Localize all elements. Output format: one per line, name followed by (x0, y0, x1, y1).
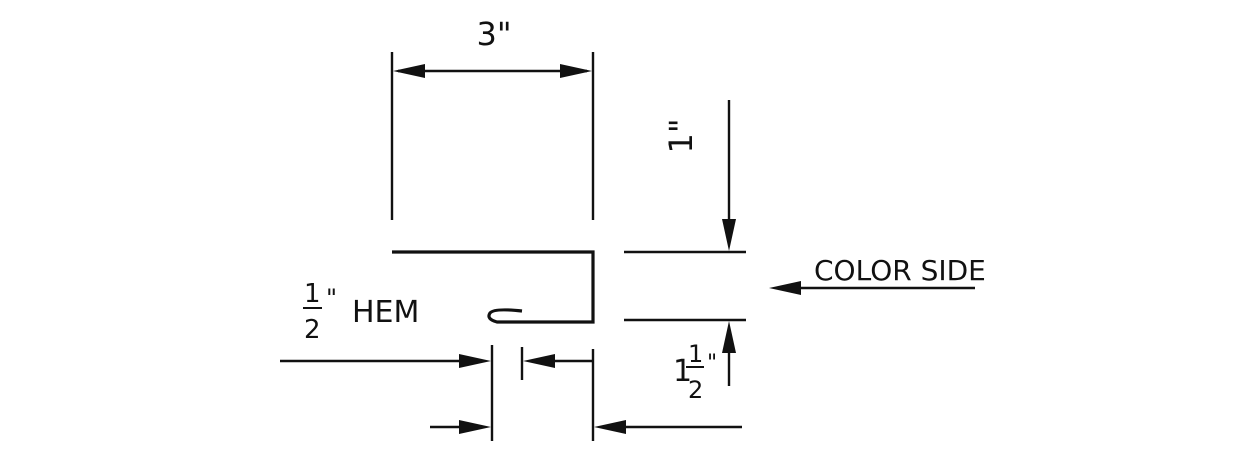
lower-fraction-numerator: 1 (688, 340, 703, 368)
lower-fraction-denominator: 2 (688, 376, 703, 404)
hem-text: HEM (352, 295, 419, 330)
top-arrow-left (393, 64, 425, 78)
top-width-label: 3" (476, 15, 511, 53)
right-height-dimension: 1" (624, 100, 746, 386)
bottom-arrow-left (459, 420, 491, 434)
hem-inch-mark: " (326, 284, 337, 312)
hem-fraction-denominator: 2 (304, 315, 321, 345)
hem-arrow-right (523, 354, 555, 368)
color-side-label: COLOR SIDE (814, 254, 986, 287)
lower-inch-mark: " (707, 351, 717, 376)
right-arrow-down (722, 219, 736, 251)
top-width-dimension: 3" (390, 15, 595, 220)
lower-dimension-label: 1 1 2 " (673, 340, 717, 404)
right-arrow-up (722, 321, 736, 353)
top-arrow-right (560, 64, 592, 78)
color-side-arrow (769, 281, 801, 295)
hem-fraction-numerator: 1 (304, 279, 321, 309)
bottom-arrow-right (594, 420, 626, 434)
hem-width-dimension (280, 345, 592, 441)
trim-profile (392, 250, 595, 324)
color-side-callout: COLOR SIDE (769, 254, 986, 295)
hem-label: 1 2 " HEM (303, 279, 419, 345)
bottom-dimension (430, 349, 742, 441)
lower-whole-number: 1 (673, 354, 692, 389)
profile-outline (392, 250, 595, 324)
hem-arrow-left (459, 354, 491, 368)
right-height-label: 1" (662, 118, 700, 153)
